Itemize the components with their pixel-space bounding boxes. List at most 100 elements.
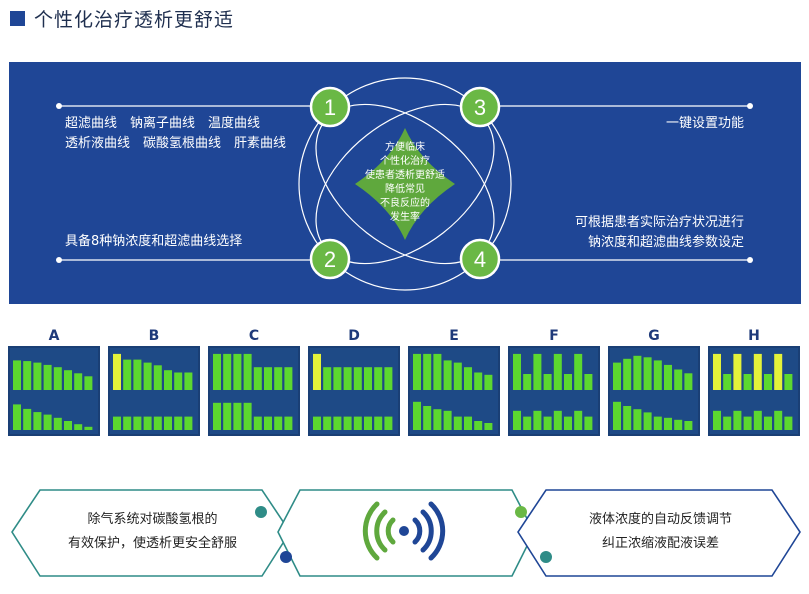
right-feature-line-1: 液体浓度的自动反馈调节 — [588, 512, 732, 527]
upper-curve-bar — [84, 376, 93, 390]
left-top-text: 超滤曲线 钠离子曲线 温度曲线 透析液曲线 碳酸氢根曲线 肝素曲线 — [65, 114, 286, 154]
upper-curve-bar — [564, 374, 572, 390]
upper-curve-bar — [243, 353, 252, 390]
curve-label-e: E — [449, 328, 459, 344]
upper-curve-bar — [764, 374, 772, 390]
upper-curve-bar — [313, 353, 321, 390]
curve-profile-chart — [113, 353, 193, 430]
curve-profile-e[interactable] — [408, 346, 500, 436]
curve-profile-chart — [313, 353, 393, 430]
upper-curve-bar — [23, 361, 32, 390]
upper-curve-bar — [123, 359, 132, 390]
lower-curve-bar — [474, 421, 483, 430]
upper-curve-bar — [584, 374, 593, 390]
upper-curve-bar — [643, 357, 652, 390]
lower-curve-bar — [274, 416, 283, 430]
node-2: 2 — [309, 238, 351, 280]
svg-text:个性化治疗: 个性化治疗 — [380, 154, 430, 167]
lower-curve-bar — [623, 406, 632, 430]
upper-curve-bar — [664, 364, 672, 390]
right-top-text: 一键设置功能 — [665, 116, 744, 131]
upper-curve-bar — [53, 367, 62, 390]
upper-curve-bar — [174, 372, 183, 390]
lower-curve-bar — [764, 416, 772, 430]
connector-dot-teal-left — [255, 506, 267, 518]
lower-curve-bar — [13, 404, 21, 430]
upper-curve-bar — [613, 362, 621, 390]
lower-curve-bar — [384, 416, 393, 430]
upper-curve-bar — [784, 374, 793, 390]
upper-curve-bar — [113, 353, 121, 390]
curve-profile-b[interactable] — [108, 346, 200, 436]
curve-profile-d[interactable] — [308, 346, 400, 436]
upper-curve-bar — [713, 353, 721, 390]
lower-curve-bar — [313, 416, 321, 430]
lower-curve-bar — [523, 416, 532, 430]
feature-band: 除气系统对碳酸氢根的 有效保护，使透析更安全舒服 液体浓度的自动反馈调节 纠正浓… — [0, 485, 809, 585]
upper-curve-bar — [374, 367, 383, 390]
upper-curve-bar — [653, 360, 662, 390]
lower-curve-bar — [484, 423, 493, 430]
lower-curve-bar — [84, 426, 93, 430]
curve-profile-f[interactable] — [508, 346, 600, 436]
lower-curve-bar — [184, 416, 193, 430]
upper-curve-bar — [284, 367, 293, 390]
lower-curve-bar — [43, 414, 52, 430]
upper-curve-bar — [323, 367, 332, 390]
lower-curve-bar — [433, 409, 442, 430]
curve-profile-a[interactable] — [8, 346, 100, 436]
upper-curve-bar — [213, 353, 221, 390]
upper-curve-bar — [343, 367, 352, 390]
upper-curve-bar — [423, 353, 432, 390]
lower-curve-bar — [733, 410, 742, 430]
svg-text:3: 3 — [474, 95, 486, 120]
upper-curve-bar — [443, 360, 452, 390]
curve-label-b: B — [148, 328, 160, 344]
svg-text:方便临床: 方便临床 — [385, 140, 425, 153]
upper-curve-bar — [723, 374, 732, 390]
curve-profile-h[interactable] — [708, 346, 800, 436]
right-bottom-line-1: 可根据患者实际治疗状况进行 — [574, 215, 744, 230]
curve-profile-c[interactable] — [208, 346, 300, 436]
lower-curve-bar — [464, 416, 472, 430]
lower-curve-bar — [713, 410, 721, 430]
lower-curve-bar — [743, 416, 752, 430]
svg-text:使患者透析更舒适: 使患者透析更舒适 — [365, 168, 445, 181]
curve-label-c: C — [248, 328, 260, 344]
lower-curve-bar — [774, 410, 783, 430]
lower-curve-bar — [364, 416, 372, 430]
upper-curve-bar — [623, 358, 632, 390]
left-feature-line-2: 有效保护，使透析更安全舒服 — [67, 536, 237, 551]
lower-curve-bar — [264, 416, 272, 430]
upper-curve-bar — [633, 355, 642, 390]
right-feature-text: 液体浓度的自动反馈调节 纠正浓缩液配液误差 — [548, 508, 773, 556]
upper-curve-bar — [133, 359, 142, 390]
upper-curve-bar — [333, 367, 342, 390]
lower-curve-bar — [133, 416, 142, 430]
upper-curve-bar — [353, 367, 362, 390]
curve-label-a: A — [48, 328, 60, 344]
upper-curve-bar — [553, 353, 562, 390]
lower-curve-bar — [574, 410, 583, 430]
right-feature-line-2: 纠正浓缩液配液误差 — [601, 536, 719, 551]
upper-curve-bar — [743, 374, 752, 390]
upper-curve-bar — [474, 372, 483, 390]
leader-dot-2 — [56, 257, 62, 263]
lower-curve-bar — [353, 416, 362, 430]
lower-curve-bar — [74, 424, 83, 430]
curve-profile-g[interactable] — [608, 346, 700, 436]
lower-curve-bar — [123, 416, 132, 430]
lower-curve-bar — [633, 409, 642, 430]
upper-curve-bar — [533, 353, 542, 390]
lower-curve-bar — [53, 417, 62, 430]
curve-profile-chart — [13, 360, 93, 430]
curve-profile-chart — [413, 353, 493, 430]
lower-curve-bar — [674, 419, 683, 430]
curve-profile-chart — [513, 353, 593, 430]
lower-curve-bar — [784, 416, 793, 430]
center-text: 方便临床 个性化治疗 使患者透析更舒适 降低常见 不良反应的 发生率 — [365, 140, 445, 223]
title-square-icon — [10, 10, 25, 26]
wireless-signal-icon — [362, 501, 446, 561]
svg-text:发生率: 发生率 — [390, 210, 420, 223]
